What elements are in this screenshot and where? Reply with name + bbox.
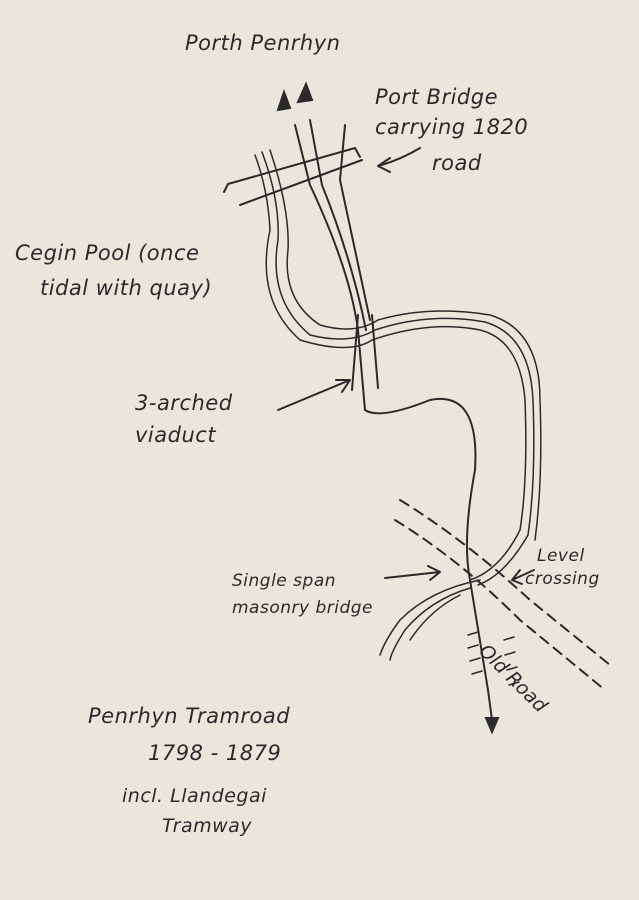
cegin-pool-label-2: tidal with quay) (40, 276, 213, 300)
port-bridge-label-2: carrying 1820 (375, 115, 529, 139)
masonry-bridge-label-2: masonry bridge (232, 598, 374, 618)
legend-years: 1798 - 1879 (148, 741, 282, 765)
tramroad-line (294, 119, 493, 721)
level-crossing-label-1: Level (537, 546, 585, 566)
tramroad-sleepers (467, 631, 520, 686)
legend-name: Penrhyn Tramroad (88, 704, 291, 728)
cegin-pool-label-1: Cegin Pool (once (15, 241, 200, 265)
cegin-river (254, 149, 542, 661)
port-bridge-label-1: Port Bridge (375, 85, 499, 109)
viaduct-label-1: 3-arched (135, 391, 233, 415)
arrow-down-icon (484, 717, 500, 735)
viaduct-label-2: viaduct (135, 423, 217, 447)
old-road (394, 499, 611, 691)
arrow-head-icon (276, 89, 292, 112)
masonry-bridge-label-1: Single span (232, 571, 337, 591)
arrow-head-icon (296, 81, 314, 104)
legend-incl-1: incl. Llandegai (122, 785, 267, 807)
level-crossing-label-2: crossing (525, 569, 600, 589)
pointer-arrows (277, 147, 535, 585)
viaduct (351, 314, 379, 391)
map-title: Porth Penrhyn (185, 31, 341, 55)
legend-incl-2: Tramway (162, 815, 253, 837)
port-bridge-label-3: road (432, 151, 482, 175)
